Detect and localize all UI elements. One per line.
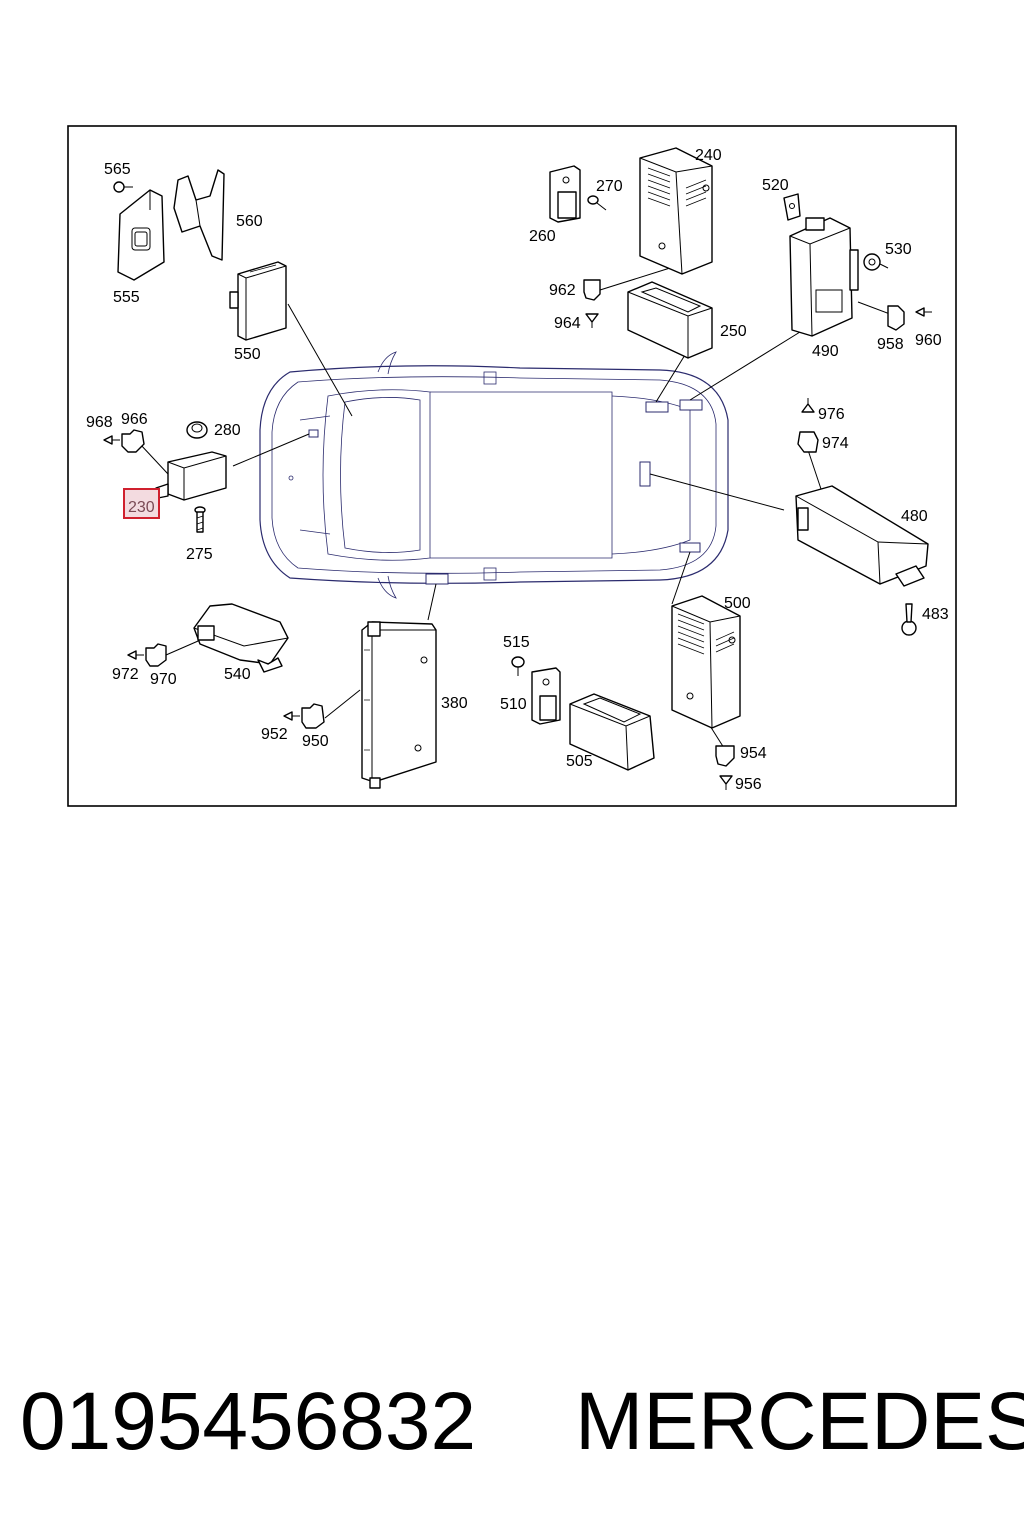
vehicle-top-view xyxy=(259,351,729,599)
part-954-connector xyxy=(715,745,735,767)
part-976-pin xyxy=(801,398,815,413)
part-230-relay xyxy=(155,451,227,501)
label-966: 966 xyxy=(121,411,148,428)
part-530-screw xyxy=(863,253,889,271)
label-950: 950 xyxy=(302,733,329,750)
highlight-box-230 xyxy=(123,488,160,519)
part-labels: 565 560 555 550 968 966 280 230 275 972 … xyxy=(86,147,949,793)
label-275: 275 xyxy=(186,546,213,563)
part-480-module xyxy=(795,485,929,587)
label-968: 968 xyxy=(86,414,113,431)
label-972: 972 xyxy=(112,666,139,683)
part-260-clip xyxy=(549,165,581,223)
part-565-screw xyxy=(113,181,133,193)
part-240-module xyxy=(639,147,713,275)
label-483: 483 xyxy=(922,606,949,623)
label-976: 976 xyxy=(818,406,845,423)
label-510: 510 xyxy=(500,696,527,713)
part-510-clip xyxy=(531,667,561,725)
part-560-bracket xyxy=(173,169,225,261)
part-500-module xyxy=(671,595,741,729)
label-515: 515 xyxy=(503,634,530,651)
part-280-nut xyxy=(186,421,208,439)
brand-name: MERCEDES xyxy=(575,1376,1024,1467)
part-966-connector xyxy=(121,429,145,453)
label-240: 240 xyxy=(695,147,722,164)
part-974-connector xyxy=(797,431,819,453)
label-270: 270 xyxy=(596,178,623,195)
label-505: 505 xyxy=(566,753,593,770)
part-960-pin xyxy=(915,307,932,317)
part-275-bolt xyxy=(194,506,206,533)
leader-lines xyxy=(139,267,891,749)
part-270-screw xyxy=(587,195,607,211)
part-555-bracket xyxy=(117,189,165,281)
part-950-connector xyxy=(301,703,325,729)
part-972-pin xyxy=(127,650,144,660)
label-380: 380 xyxy=(441,695,468,712)
label-250: 250 xyxy=(720,323,747,340)
part-515-screw xyxy=(511,656,525,676)
part-520-clip xyxy=(783,193,801,221)
part-250-holder xyxy=(627,281,713,359)
label-555: 555 xyxy=(113,289,140,306)
label-490: 490 xyxy=(812,343,839,360)
label-260: 260 xyxy=(529,228,556,245)
part-483-screw xyxy=(901,603,917,636)
label-520: 520 xyxy=(762,177,789,194)
label-480: 480 xyxy=(901,508,928,525)
part-number: 0195456832 xyxy=(20,1376,477,1467)
label-970: 970 xyxy=(150,671,177,688)
label-956: 956 xyxy=(735,776,762,793)
label-530: 530 xyxy=(885,241,912,258)
part-962-connector xyxy=(583,279,601,301)
label-540: 540 xyxy=(224,666,251,683)
diagram-frame xyxy=(67,125,957,807)
label-550: 550 xyxy=(234,346,261,363)
part-964-pin xyxy=(585,313,599,328)
part-970-connector xyxy=(145,643,167,667)
label-954: 954 xyxy=(740,745,767,762)
part-956-pin xyxy=(719,775,733,790)
part-968-pin xyxy=(103,435,120,445)
label-962: 962 xyxy=(549,282,576,299)
part-490-module xyxy=(789,217,859,337)
part-550-module xyxy=(229,261,287,341)
part-380-module xyxy=(361,621,437,789)
label-952: 952 xyxy=(261,726,288,743)
label-974: 974 xyxy=(822,435,849,452)
label-280: 280 xyxy=(214,422,241,439)
label-964: 964 xyxy=(554,315,581,332)
part-952-pin xyxy=(283,711,300,721)
part-540-module xyxy=(193,603,289,673)
label-565: 565 xyxy=(104,161,131,178)
part-958-connector xyxy=(887,305,905,331)
label-500: 500 xyxy=(724,595,751,612)
label-958: 958 xyxy=(877,336,904,353)
part-505-holder xyxy=(569,693,655,771)
label-560: 560 xyxy=(236,213,263,230)
caption: 0195456832 MERCEDES xyxy=(0,1372,1024,1472)
label-230: 230 xyxy=(128,499,155,516)
label-960: 960 xyxy=(915,332,942,349)
